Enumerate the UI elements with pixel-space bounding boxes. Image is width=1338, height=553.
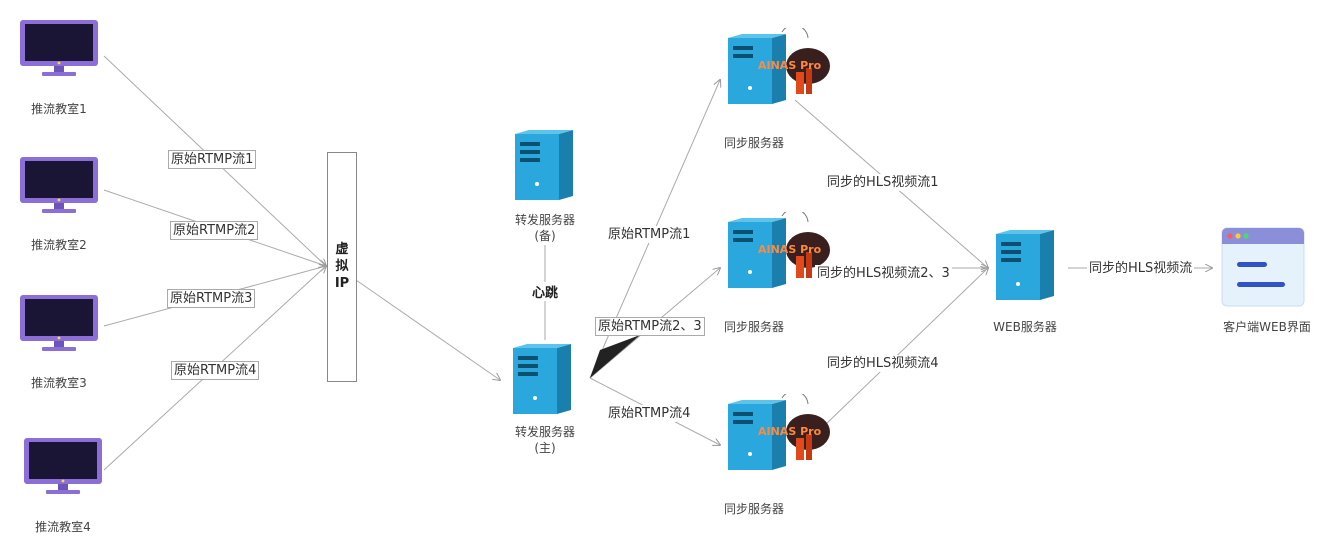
sync-badge-1: AINAS Pro: [758, 59, 822, 72]
edge-label-out-3: 原始RTMP流4: [606, 405, 693, 422]
monitor-icon-3: [18, 293, 100, 357]
edge-label-out-2: 原始RTMP流2、3: [595, 317, 705, 336]
forward-server-backup-icon: [511, 128, 577, 208]
sync-badge-2: AINAS Pro: [758, 243, 822, 256]
forward-server-main-icon: [509, 342, 575, 422]
virtual-ip-text: 虚 拟 IP: [334, 242, 350, 291]
sync-server-icon-2: [724, 208, 834, 298]
edge-label-in-2: 原始RTMP流2: [170, 221, 259, 240]
forward-server-main-label: 转发服务器 (主): [514, 425, 575, 455]
forward-server-backup-label: 转发服务器 (备): [514, 213, 575, 243]
client-label: 客户端WEB界面: [1223, 320, 1311, 334]
virtual-ip-box: 虚 拟 IP: [327, 152, 357, 382]
web-server-label: WEB服务器: [993, 320, 1057, 334]
heartbeat-label: 心跳: [530, 282, 561, 301]
sync-server-icon-1: [724, 24, 834, 114]
hls-edge-label-1: 同步的HLS视频流1: [825, 174, 941, 191]
browser-window-icon: [1221, 227, 1305, 311]
classroom-label-3: 推流教室3: [31, 376, 87, 390]
client-edge-label: 同步的HLS视频流: [1087, 260, 1195, 277]
sync-badge-3: AINAS Pro: [758, 425, 822, 438]
monitor-icon-1: [18, 18, 100, 82]
edge-label-in-1: 原始RTMP流1: [168, 150, 257, 169]
web-server-icon: [992, 228, 1058, 308]
classroom-label-2: 推流教室2: [31, 238, 87, 252]
hls-edge-label-3: 同步的HLS视频流4: [825, 355, 941, 372]
classroom-label-1: 推流教室1: [31, 102, 87, 116]
monitor-icon-4: [22, 436, 104, 500]
sync-server-label-3: 同步服务器: [723, 502, 784, 516]
edge-label-out-1: 原始RTMP流1: [606, 226, 693, 243]
wedge-shape: [590, 335, 640, 378]
hls-edge-label-2: 同步的HLS视频流2、3: [815, 265, 952, 282]
sync-server-icon-3: [724, 390, 834, 480]
monitor-icon-2: [18, 155, 100, 219]
edge-label-in-3: 原始RTMP流3: [167, 289, 256, 308]
sync-server-label-2: 同步服务器: [723, 320, 784, 334]
classroom-label-4: 推流教室4: [35, 520, 91, 534]
sync-server-label-1: 同步服务器: [723, 136, 784, 150]
edge-label-in-4: 原始RTMP流4: [171, 361, 260, 380]
